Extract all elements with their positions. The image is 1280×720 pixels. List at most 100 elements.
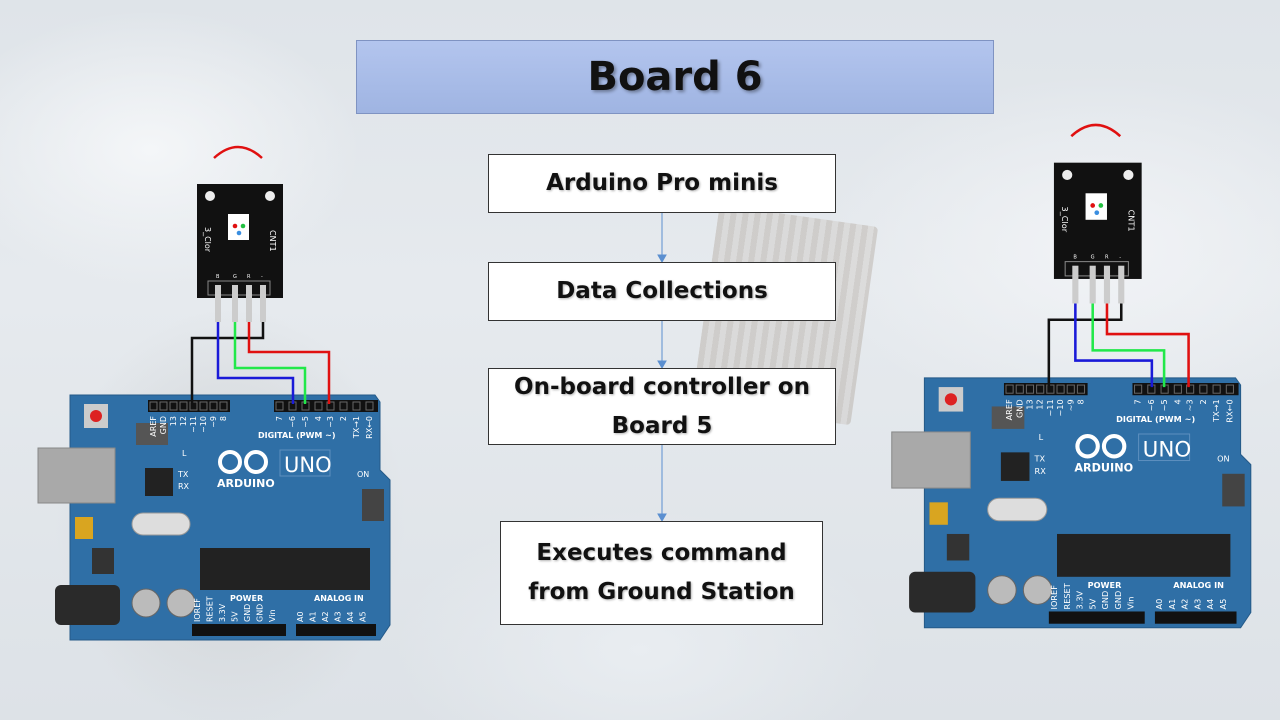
header-pin[interactable] [1173,384,1182,394]
pin [232,285,238,322]
pin-label-g: G [1091,255,1095,261]
header-pin[interactable] [209,401,218,411]
digital-pin-label: 2 [1198,399,1208,404]
crystal [131,512,191,536]
header-pin[interactable] [275,401,284,411]
circuit-right: 3_Clor CNT1 B G R - [891,123,1252,629]
led-rx-label: RX [178,482,190,491]
regulator [946,533,970,561]
electrolytic-capacitor [166,588,196,618]
reset-button-cap[interactable] [90,410,102,422]
header-pin[interactable] [1036,384,1045,394]
header-pin[interactable] [314,401,323,411]
header-pin[interactable] [1005,384,1014,394]
header-pin[interactable] [219,401,228,411]
analog-pin-label: A5 [1218,599,1228,610]
digital-pin-label: ~9 [209,416,218,428]
digital-pin-label: RX←0 [1224,399,1234,422]
led-green-dot [1098,203,1104,208]
led-red-dot [1090,203,1096,208]
led-tx-label: TX [177,470,189,479]
icsp-header [136,423,168,445]
power-pin-label: 5V [1087,598,1097,609]
header-pin[interactable] [159,401,168,411]
rgb-led [1085,193,1107,220]
reset-button-cap[interactable] [944,393,958,406]
header-pin[interactable] [339,401,348,411]
header-pin[interactable] [169,401,178,411]
header-pin[interactable] [1066,384,1075,394]
analog-pin-label: A2 [321,611,330,622]
pin-header [207,280,271,296]
pin-label-g: G [233,274,237,280]
header-pin[interactable] [199,401,208,411]
digital-pin-label: TX→1 [352,416,361,439]
digital-pin-label: AREF [149,416,158,437]
pin [246,285,252,322]
analog-pin-label: A0 [296,611,305,622]
digital-pin-label: ~5 [1159,399,1169,411]
digital-pin-label: 7 [1133,399,1143,404]
electrolytic-capacitor [987,575,1017,605]
header-pin[interactable] [1134,384,1143,394]
power-pin-label: 3.3V [1075,590,1085,609]
header-pin[interactable] [1199,384,1208,394]
header-pin[interactable] [189,401,198,411]
electrolytic-capacitor [1022,575,1053,605]
analog-pin-label: A3 [1192,599,1202,610]
wire-red [1105,303,1190,388]
header-pin[interactable] [1015,384,1024,394]
digital-pin-label: ~5 [301,416,310,428]
digital-header-right [274,400,378,412]
led-l-label: L [182,449,187,458]
digital-pin-label: ~6 [1146,399,1156,411]
led-tx-label: TX [1034,454,1046,464]
header-pin[interactable] [1046,384,1055,394]
header-pin[interactable] [1212,384,1221,394]
header-pin[interactable] [1025,384,1035,394]
arduino-infinity-logo [218,450,268,474]
header-pin[interactable] [149,401,158,411]
power-jack [55,585,120,625]
wire-blue [216,322,295,404]
module-ref: CNT1 [1126,210,1136,232]
analog-label: ANALOG IN [1173,580,1224,590]
power-pin-label: IOREF [193,598,202,622]
usb-chip [145,468,173,496]
atmega-chip [1057,533,1231,577]
digital-pin-label: ~11 [189,416,198,433]
mount-hole [1062,169,1073,181]
flow-box-data-collections: Data Collections [488,262,836,321]
atmega-chip [200,548,370,590]
pin-label-r: R [247,274,251,280]
header-pin[interactable] [1056,384,1065,394]
header-pin[interactable] [1225,384,1234,394]
analog-pin-label: A1 [309,611,318,622]
digital-pin-label: RX←0 [365,416,374,439]
header-pin[interactable] [352,401,361,411]
header-pin[interactable] [1076,384,1086,394]
usb-port [891,431,971,489]
module-pcb [1053,162,1142,279]
wire-gnd [190,322,265,404]
power-header [1048,611,1145,624]
power-label: POWER [1088,580,1122,590]
header-pin[interactable] [179,401,188,411]
mount-hole [1123,169,1134,181]
digital-header-left [1003,383,1088,396]
flow-box-onboard-controller: On-board controller on Board 5 [488,368,836,445]
header-pin[interactable] [1186,384,1195,394]
capacitor [929,502,948,525]
digital-pin-label: 2 [339,416,348,421]
analog-header [1154,611,1237,624]
led-blue-dot [1094,210,1100,216]
wires [190,322,331,404]
header-pin[interactable] [326,401,335,411]
rgb-led-module: 3_Clor CNT1 B G R - [1053,162,1142,304]
header-pin[interactable] [365,401,374,411]
pin [1072,265,1079,304]
